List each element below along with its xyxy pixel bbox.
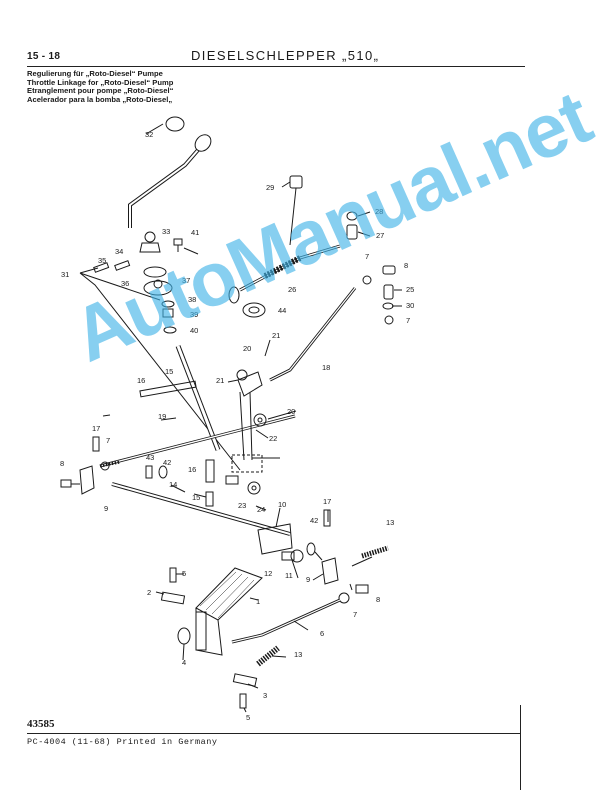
callout-10: 10 <box>278 500 286 509</box>
callout-35: 35 <box>98 256 106 265</box>
callout-34: 34 <box>115 247 123 256</box>
callout-13b: 13 <box>294 650 302 659</box>
callout-7c: 7 <box>106 436 110 445</box>
callout-9b: 9 <box>306 575 310 584</box>
callout-25: 25 <box>406 285 414 294</box>
part-callouts: 32 29 28 33 41 27 34 35 7 8 31 36 37 25 … <box>60 130 414 722</box>
bracket-part <box>139 242 161 253</box>
callout-44: 44 <box>278 306 286 315</box>
callout-33: 33 <box>162 227 170 236</box>
shaft-part <box>139 380 197 398</box>
caption-english: Throttle Linkage for „Roto-Diesel“ Pump <box>27 77 174 87</box>
callout-24: 24 <box>257 505 265 514</box>
foot-pedal-part <box>195 567 263 621</box>
callout-15b: 15 <box>192 493 200 502</box>
callout-1: 1 <box>256 597 260 606</box>
print-info: PC-4004 (11-68) Printed in Germany <box>27 737 218 747</box>
callout-4: 4 <box>182 658 186 667</box>
callout-8b: 8 <box>60 459 64 468</box>
callout-38: 38 <box>188 295 196 304</box>
lever-knob-part <box>194 134 212 152</box>
callout-31: 31 <box>61 270 69 279</box>
footer-right-rule <box>520 705 521 790</box>
document-number: 43585 <box>27 718 55 730</box>
callout-20a: 20 <box>243 344 251 353</box>
callout-2: 2 <box>147 588 151 597</box>
callout-42b: 42 <box>310 516 318 525</box>
callout-6: 6 <box>320 629 324 638</box>
callout-39: 39 <box>190 310 198 319</box>
callout-21a: 21 <box>272 331 280 340</box>
callout-3: 3 <box>263 691 267 700</box>
callout-17a: 17 <box>92 424 100 433</box>
callout-13a: 13 <box>386 518 394 527</box>
callout-7d: 7 <box>353 610 357 619</box>
callout-32: 32 <box>145 130 153 139</box>
callout-41: 41 <box>191 228 199 237</box>
callout-9a: 9 <box>104 504 108 513</box>
callout-36: 36 <box>121 279 129 288</box>
callout-12: 12 <box>264 569 272 578</box>
callout-30: 30 <box>406 301 414 310</box>
callout-42a: 42 <box>163 458 171 467</box>
callout-5b: 5 <box>246 713 250 722</box>
callout-19: 19 <box>158 412 166 421</box>
callout-26: 26 <box>288 285 296 294</box>
page-number: 15 - 18 <box>27 51 61 62</box>
caption-french: Etranglement pour pompe „Roto-Diesel“ <box>27 86 174 96</box>
page-title: DIESELSCHLEPPER „510„ <box>191 48 380 63</box>
caption-german: Regulierung für „Roto-Diesel“ Pumpe <box>27 69 163 78</box>
callout-21b: 21 <box>216 376 224 385</box>
callout-28: 28 <box>375 207 383 216</box>
callout-11: 11 <box>285 571 293 580</box>
callout-5a: 5 <box>182 569 186 578</box>
callout-22: 22 <box>269 434 277 443</box>
callout-7b: 7 <box>406 316 410 325</box>
caption-spanish: Acelerador para la bomba „Roto-Diesel„ <box>27 94 173 104</box>
callout-8c: 8 <box>376 595 380 604</box>
callout-37: 37 <box>182 276 190 285</box>
callout-29: 29 <box>266 183 274 192</box>
caption-block: Regulierung für „Roto-Diesel“ Pumpe Thro… <box>27 69 174 104</box>
callout-7a: 7 <box>365 252 369 261</box>
callout-43: 43 <box>146 453 154 462</box>
callout-14: 14 <box>169 480 177 489</box>
o-ring-part <box>165 116 185 132</box>
header-rule <box>27 66 525 67</box>
callout-20b: 20 <box>287 407 295 416</box>
footer-rule <box>27 733 520 734</box>
callout-15a: 15 <box>165 367 173 376</box>
callout-17b: 17 <box>323 497 331 506</box>
callout-18: 18 <box>322 363 330 372</box>
callout-16a: 16 <box>137 376 145 385</box>
callout-8a: 8 <box>404 261 408 270</box>
callout-16b: 16 <box>188 465 196 474</box>
callout-23: 23 <box>238 501 246 510</box>
pin-part <box>93 262 110 273</box>
callout-40: 40 <box>190 326 198 335</box>
callout-27: 27 <box>376 231 384 240</box>
